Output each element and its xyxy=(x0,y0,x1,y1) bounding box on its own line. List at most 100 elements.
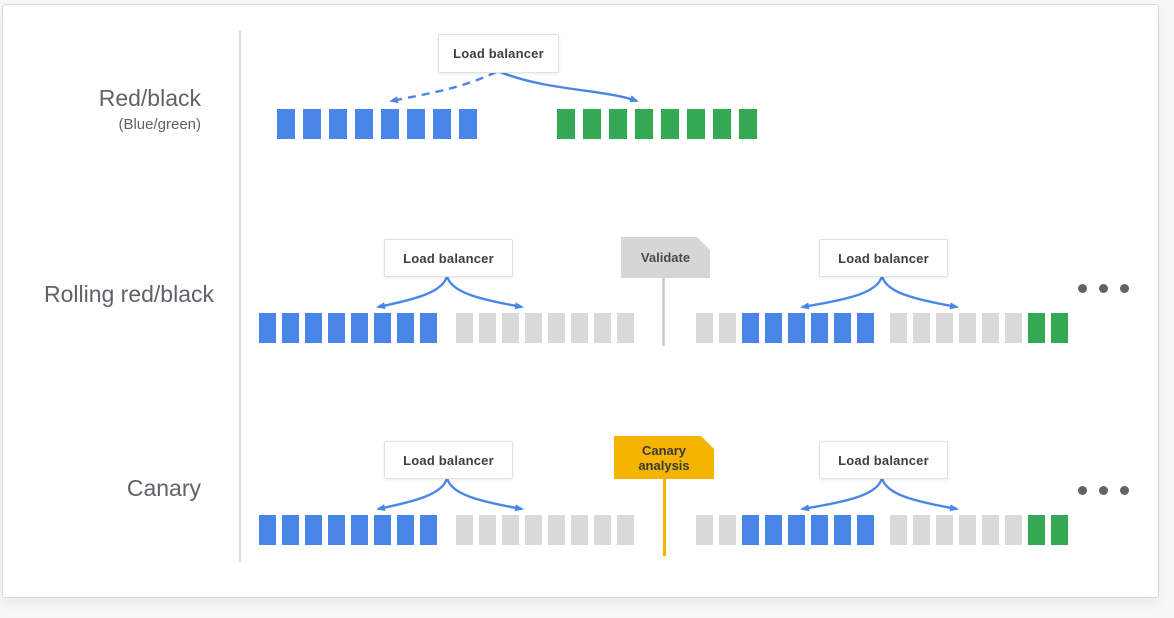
ellipsis-dot xyxy=(1099,486,1108,495)
blue-instance-square xyxy=(351,313,368,343)
load-balancer-label: Load balancer xyxy=(838,452,929,468)
gray-instance-square xyxy=(571,313,588,343)
blue-instance-square xyxy=(857,515,874,545)
arrow-dashed-old-cluster xyxy=(389,70,497,104)
row-label-rolling-red-black: Rolling red/black xyxy=(3,281,214,308)
step2-standby-cluster xyxy=(890,313,1068,343)
blue-instance-square xyxy=(397,515,414,545)
load-balancer-box: Load balancer xyxy=(384,239,513,277)
arrow-solid-new-cluster xyxy=(499,70,639,103)
canary-analysis-tag: Canary analysis xyxy=(614,436,714,479)
green-instance-square xyxy=(713,109,731,139)
green-instance-square xyxy=(687,109,705,139)
blue-instance-square xyxy=(459,109,477,139)
load-balancer-box: Load balancer xyxy=(384,441,513,479)
blue-instance-square xyxy=(355,109,373,139)
load-balancer-box: Load balancer xyxy=(819,239,948,277)
blue-instance-square xyxy=(811,313,828,343)
green-instance-square xyxy=(635,109,653,139)
blue-instance-square xyxy=(834,515,851,545)
gray-instance-square xyxy=(959,515,976,545)
gray-instance-square xyxy=(890,313,907,343)
gray-instance-square xyxy=(594,515,611,545)
gray-instance-square xyxy=(502,313,519,343)
green-instance-square xyxy=(609,109,627,139)
row-label-canary: Canary xyxy=(3,475,201,502)
blue-instance-square xyxy=(397,313,414,343)
more-steps-ellipsis xyxy=(1078,486,1129,495)
blue-instance-square xyxy=(765,313,782,343)
gray-instance-square xyxy=(719,515,736,545)
step1-active-cluster xyxy=(259,313,437,343)
blue-instance-square xyxy=(811,515,828,545)
arrow-row2-right-a xyxy=(800,275,884,310)
validate-label: Validate xyxy=(640,250,691,265)
gray-instance-square xyxy=(548,313,565,343)
gray-instance-square xyxy=(594,313,611,343)
gray-instance-square xyxy=(479,515,496,545)
gray-instance-square xyxy=(456,313,473,343)
load-balancer-label: Load balancer xyxy=(403,452,494,468)
blue-instance-square xyxy=(381,109,399,139)
gray-instance-square xyxy=(548,515,565,545)
load-balancer-label: Load balancer xyxy=(403,250,494,266)
blue-instance-square xyxy=(328,515,345,545)
cluster-new xyxy=(557,109,757,139)
gray-instance-square xyxy=(890,515,907,545)
gray-instance-square xyxy=(502,515,519,545)
green-instance-square xyxy=(1051,515,1068,545)
blue-instance-square xyxy=(788,515,805,545)
canary-analysis-label: Canary analysis xyxy=(638,442,690,473)
step2-active-cluster xyxy=(696,313,874,343)
gray-instance-square xyxy=(913,515,930,545)
gray-instance-square xyxy=(959,313,976,343)
blue-instance-square xyxy=(433,109,451,139)
blue-instance-square xyxy=(328,313,345,343)
more-steps-ellipsis xyxy=(1078,284,1129,293)
blue-instance-square xyxy=(374,313,391,343)
gray-instance-square xyxy=(617,515,634,545)
blue-instance-square xyxy=(282,515,299,545)
gray-instance-square xyxy=(1005,313,1022,343)
green-instance-square xyxy=(1051,313,1068,343)
gray-instance-square xyxy=(719,313,736,343)
gray-instance-square xyxy=(982,515,999,545)
gray-instance-square xyxy=(982,313,999,343)
gray-instance-square xyxy=(936,515,953,545)
ellipsis-dot xyxy=(1120,284,1129,293)
arrow-row3-left-b xyxy=(445,477,524,512)
gray-instance-square xyxy=(617,313,634,343)
arrow-row2-left-a xyxy=(376,275,449,310)
green-instance-square xyxy=(583,109,601,139)
blue-instance-square xyxy=(277,109,295,139)
arrow-row3-left-a xyxy=(376,477,449,512)
row-title: Rolling red/black xyxy=(43,281,214,307)
arrow-row3-right-b xyxy=(880,477,959,512)
blue-instance-square xyxy=(329,109,347,139)
arrow-row2-right-b xyxy=(880,275,959,310)
blue-instance-square xyxy=(742,515,759,545)
step1-standby-cluster xyxy=(456,313,634,343)
step1-standby-cluster xyxy=(456,515,634,545)
validate-tag: Validate xyxy=(621,237,710,278)
gray-instance-square xyxy=(525,313,542,343)
gray-instance-square xyxy=(525,515,542,545)
step1-active-cluster xyxy=(259,515,437,545)
row-label-red-black: Red/black (Blue/green) xyxy=(3,85,201,135)
deployment-strategies-card: Red/black (Blue/green) Load balancer Rol… xyxy=(2,4,1159,598)
blue-instance-square xyxy=(259,515,276,545)
row-title: Canary xyxy=(126,475,201,501)
blue-instance-square xyxy=(788,313,805,343)
blue-instance-square xyxy=(374,515,391,545)
step2-active-cluster xyxy=(696,515,874,545)
label-divider xyxy=(239,31,241,563)
blue-instance-square xyxy=(765,515,782,545)
step2-standby-cluster xyxy=(890,515,1068,545)
blue-instance-square xyxy=(282,313,299,343)
ellipsis-dot xyxy=(1078,284,1087,293)
load-balancer-box: Load balancer xyxy=(438,34,559,73)
blue-instance-square xyxy=(742,313,759,343)
blue-instance-square xyxy=(305,313,322,343)
blue-instance-square xyxy=(407,109,425,139)
blue-instance-square xyxy=(351,515,368,545)
